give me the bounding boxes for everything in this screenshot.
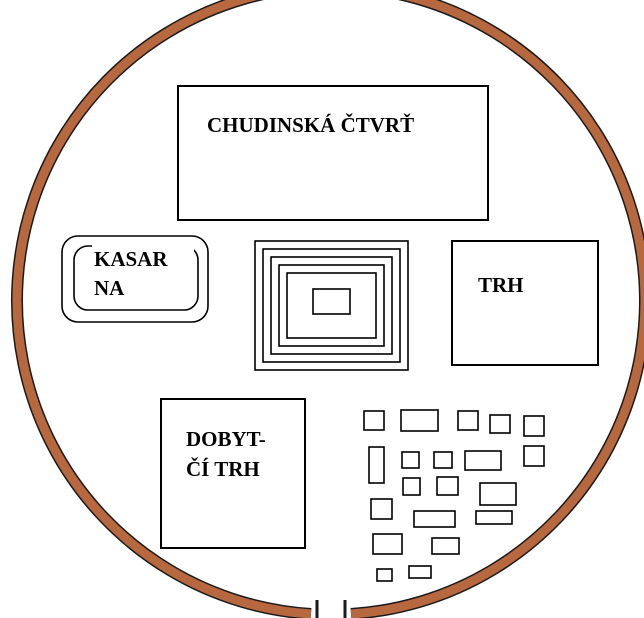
house (479, 482, 517, 506)
slums-label: CHUDINSKÁ ČTVRŤ (207, 113, 414, 137)
house (372, 533, 403, 555)
house (523, 415, 545, 437)
barracks-label-line2: NA (94, 276, 125, 300)
house (376, 568, 393, 582)
slums-block: CHUDINSKÁ ČTVRŤ (177, 85, 489, 221)
market-label: TRH (478, 273, 524, 297)
house (408, 565, 432, 579)
house (523, 445, 545, 467)
house (489, 414, 511, 434)
house (368, 446, 385, 484)
market-block: TRH (451, 240, 599, 366)
house (400, 409, 439, 432)
city-wall (11, 0, 644, 618)
house (431, 537, 460, 555)
cattle-market-label-line1: DOBYT- (186, 427, 266, 451)
house (433, 451, 453, 469)
house (402, 477, 421, 496)
barracks-block: KASAR NA (61, 235, 209, 323)
house (464, 450, 502, 471)
cattle-market-label-line2: ČÍ TRH (186, 457, 260, 481)
house (436, 476, 459, 496)
central-temple (254, 240, 409, 371)
cattle-market-block: DOBYT- ČÍ TRH (160, 398, 306, 549)
barracks-label-line1: KASAR (94, 247, 168, 271)
house (370, 498, 393, 520)
house (413, 510, 456, 528)
city-wall-band (12, 0, 644, 618)
houses-cluster (363, 409, 545, 582)
house (457, 410, 479, 431)
house (475, 510, 513, 525)
house (363, 410, 385, 431)
house (401, 451, 420, 469)
city-gate (315, 600, 347, 618)
